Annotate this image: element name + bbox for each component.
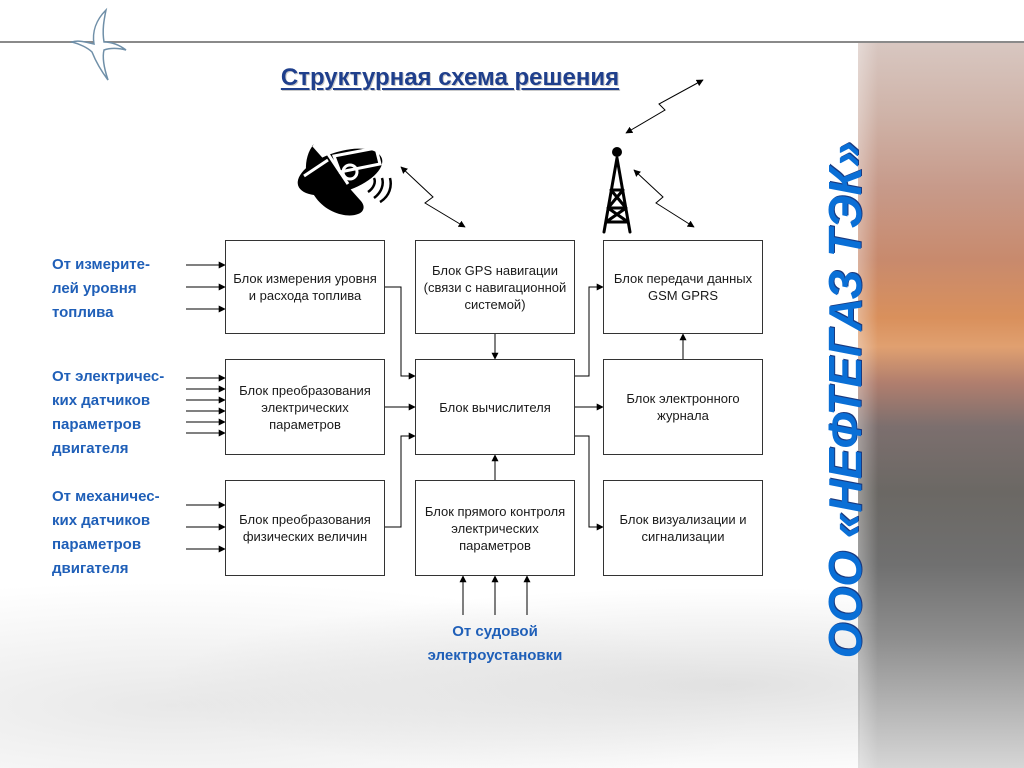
input-label-mechanical-sensors-text: От механичес- ких датчиков параметров дв… [52, 488, 160, 577]
block-visualization-label: Блок визуализации и сигнализации [619, 512, 747, 544]
block-direct-control: Блок прямого контроля электрических пара… [415, 480, 575, 576]
radio-tower-icon [602, 147, 632, 234]
satellite-icon [297, 144, 392, 216]
block-computer-label: Блок вычислителя [439, 399, 551, 415]
input-label-fuel-level: От измерите- лей уровня топлива [52, 253, 150, 325]
input-label-electric-sensors: От электричес- ких датчиков параметров д… [52, 365, 164, 461]
block-computer: Блок вычислителя [415, 359, 575, 455]
block-gps-navigation-label: Блок GPS навигации (связи с навигационно… [423, 262, 567, 312]
block-gps-navigation: Блок GPS навигации (связи с навигационно… [415, 240, 575, 334]
slide-title: Структурная схема решения [280, 64, 620, 91]
input-label-ship-power: От судовой электроустановки [400, 620, 590, 668]
header-divider [0, 41, 1024, 43]
block-fuel-measurement-label: Блок измерения уровня и расхода топлива [233, 271, 377, 303]
block-gsm-gprs: Блок передачи данных GSM GPRS [603, 240, 763, 334]
bird-logo-icon [69, 7, 127, 81]
input-label-ship-power-text: От судовой электроустановки [427, 623, 563, 664]
ship-watermark [0, 560, 860, 768]
block-direct-control-label: Блок прямого контроля электрических пара… [424, 503, 566, 553]
wireless-link-icon [400, 166, 466, 228]
block-electronic-journal: Блок электронного журнала [603, 359, 763, 455]
wireless-link-icon [625, 79, 704, 134]
wireless-link-icon [633, 169, 695, 228]
input-label-fuel-level-text: От измерите- лей уровня топлива [52, 256, 150, 321]
block-electronic-journal-label: Блок электронного журнала [626, 391, 740, 423]
block-fuel-measurement: Блок измерения уровня и расхода топлива [225, 240, 385, 334]
sunset-sea-photo [818, 42, 1024, 768]
block-physical-conversion-label: Блок преобразования физических величин [239, 512, 371, 544]
block-physical-conversion: Блок преобразования физических величин [225, 480, 385, 576]
block-gsm-gprs-label: Блок передачи данных GSM GPRS [613, 271, 753, 303]
block-electric-conversion: Блок преобразования электрических параме… [225, 359, 385, 455]
input-label-electric-sensors-text: От электричес- ких датчиков параметров д… [52, 368, 165, 457]
block-visualization: Блок визуализации и сигнализации [603, 480, 763, 576]
input-label-mechanical-sensors: От механичес- ких датчиков параметров дв… [52, 485, 160, 581]
block-electric-conversion-label: Блок преобразования электрических параме… [239, 382, 371, 432]
